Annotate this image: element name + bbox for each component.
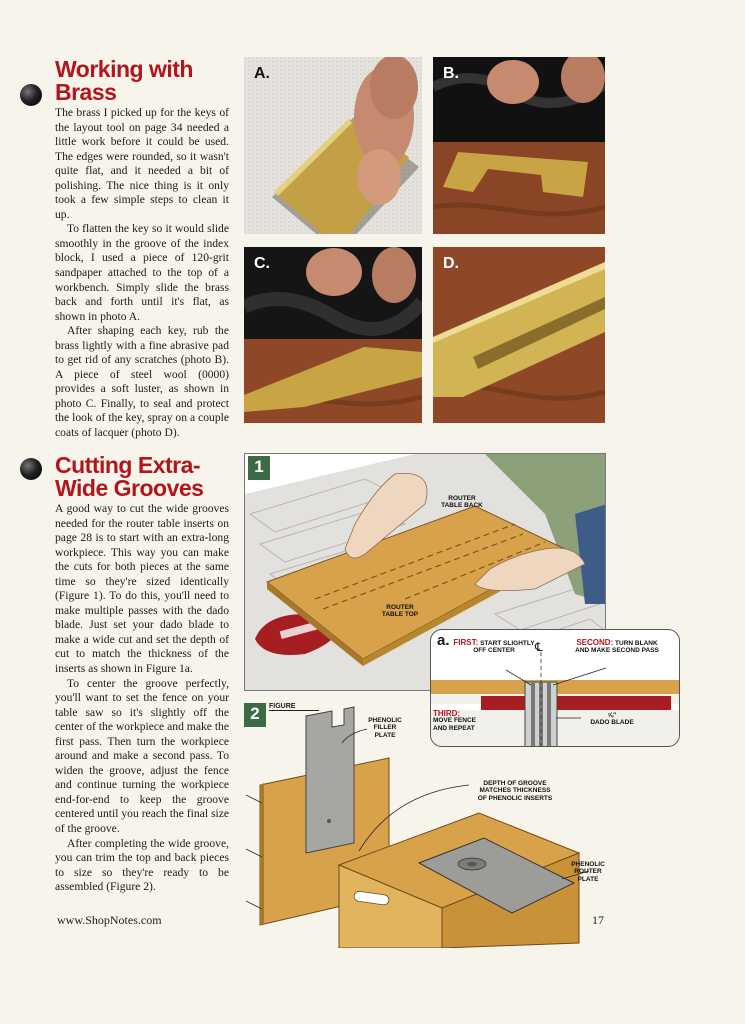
label-line: Phenolic — [368, 717, 402, 724]
paragraph: After completing the wide groove, you ca… — [55, 836, 229, 894]
grooves-article-body: A good way to cut the wide grooves neede… — [55, 502, 229, 895]
label-first-pass: First: Start slightly off center — [453, 639, 535, 655]
figure-number: 1 — [248, 456, 270, 480]
label-phenolic-filler-plate: Phenolic Filler Plate — [356, 717, 414, 739]
photo-d: D. — [433, 247, 605, 423]
photo-d-illustration — [433, 247, 605, 423]
photo-a-illustration — [244, 57, 422, 234]
section-title-text: Working with Brass — [55, 56, 193, 105]
section-bullet — [20, 458, 42, 480]
paragraph: After shaping each key, rub the brass li… — [55, 324, 229, 440]
detail-letter: a. — [437, 632, 450, 649]
label-line: Matches Thickness — [479, 787, 551, 795]
photo-letter: A. — [254, 65, 270, 82]
label-second-pass: Second: Turn blank and make second pass — [571, 639, 663, 655]
label-text: Dado Blade — [590, 719, 634, 727]
photo-c: C. — [244, 247, 422, 423]
footer-website-url: www.ShopNotes.com — [57, 913, 162, 927]
label-head: Third: — [433, 709, 461, 718]
label-line: Phenolic — [571, 861, 605, 868]
photo-c-illustration — [244, 247, 422, 423]
label-text: Move fence and repeat — [433, 717, 476, 732]
label-line: Plate — [374, 731, 396, 739]
label-head: First: — [453, 638, 479, 647]
section-title-brass: Working with Brass — [55, 58, 225, 104]
centerline-symbol: ℄ — [535, 640, 543, 654]
figure-number: 2 — [244, 703, 266, 727]
paragraph: A good way to cut the wide grooves neede… — [55, 502, 229, 676]
label-phenolic-router-plate: Phenolic Router Plate — [564, 861, 612, 883]
label-router-table-back: Router Table Back — [427, 495, 497, 510]
label-line: Router — [574, 868, 602, 876]
photo-b-illustration — [433, 57, 605, 234]
paragraph: To center the groove perfectly, you'll w… — [55, 676, 229, 836]
label-size: ⅝" — [607, 712, 617, 719]
label-third-pass: Third: Move fence and repeat — [433, 709, 491, 732]
brass-article-body: The brass I picked up for the keys of th… — [55, 106, 229, 441]
label-text: Turn blank and make second pass — [575, 640, 659, 655]
section-title-text: Cutting Extra-Wide Grooves — [55, 452, 204, 501]
label-line: of Phenolic Inserts — [477, 794, 553, 802]
figure-1a-detail: a. First: Start slightly off center ℄ Se… — [430, 629, 680, 747]
section-bullet — [20, 84, 42, 106]
label-router-table-top: Router Table Top — [365, 604, 435, 619]
figure-tag: Figure — [269, 703, 319, 711]
photo-letter: C. — [254, 255, 270, 272]
paragraph: The brass I picked up for the keys of th… — [55, 106, 229, 221]
label-dado-blade: ⅝" Dado Blade — [577, 712, 647, 727]
paragraph: To flatten the key so it would slide smo… — [55, 222, 229, 323]
label-depth-of-groove: Depth of Groove Matches Thickness of Phe… — [460, 780, 570, 802]
figure-1a-illustration — [431, 652, 679, 746]
photo-letter: D. — [443, 255, 459, 272]
photo-a: A. — [244, 57, 422, 234]
label-line: Router — [386, 604, 414, 611]
figure-2: 2 Figure Phenolic Filler Plate Depth of … — [244, 703, 606, 948]
label-text: Start slightly off center — [473, 640, 535, 655]
label-head: Second: — [576, 638, 614, 647]
label-line: Table Top — [381, 611, 419, 619]
label-line: Depth of Groove — [483, 780, 547, 787]
photo-letter: B. — [443, 65, 459, 82]
figure-2-illustration — [245, 706, 590, 948]
label-line: Router — [448, 495, 476, 502]
label-line: Plate — [577, 875, 599, 883]
page-number: 17 — [592, 913, 604, 927]
label-line: Filler — [373, 724, 397, 732]
photo-b: B. — [433, 57, 605, 234]
label-line: Table Back — [441, 502, 483, 510]
section-title-grooves: Cutting Extra-Wide Grooves — [55, 454, 225, 500]
